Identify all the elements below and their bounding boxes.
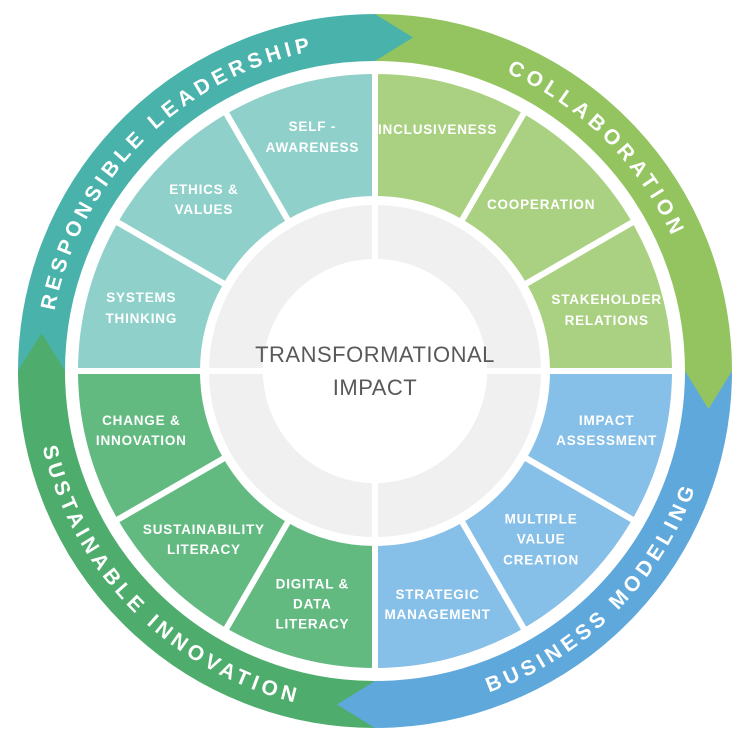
arrow-icon-right [685, 371, 732, 409]
segment-label-multiple-value-creation: MULTIPLE VALUE CREATION [503, 511, 580, 568]
segment-ethics-values [111, 107, 294, 290]
segment-label-self-awareness: SELF - AWARENESS [265, 119, 360, 155]
segment-label-digital-data-literacy: DIGITAL & DATA LITERACY [275, 576, 350, 632]
segment-label-strategic-management: STRATEGIC MANAGEMENT [384, 586, 491, 622]
segment-label-impact-assessment: IMPACT ASSESSMENT [556, 412, 658, 448]
arrow-icon-bottom [337, 681, 375, 728]
segment-change-innovation [71, 368, 231, 526]
segment-label-ethics-values: ETHICS & VALUES [169, 181, 239, 217]
ring-arc-business-modeling [374, 370, 732, 728]
segment-label-cooperation: COOPERATION [486, 196, 596, 212]
segment-label-stakeholder-relations: STAKEHOLDER RELATIONS [551, 292, 662, 328]
segment-systems-thinking [71, 216, 231, 374]
segment-label-change-innovation: CHANGE & INNOVATION [95, 412, 187, 448]
segment-label-sustainability-literacy: SUSTAINABILITY LITERACY [142, 521, 265, 558]
segment-label-inclusiveness: INCLUSIVENESS [378, 122, 498, 138]
arrow-icon-top [375, 14, 413, 61]
center-hub [263, 259, 487, 483]
center-title: TRANSFORMATIONAL IMPACT [255, 342, 495, 400]
ring-arc-sustainable-innovation [18, 370, 376, 728]
ring-arc-responsible-leadership [18, 14, 376, 372]
segment-label-systems-thinking: SYSTEMS THINKING [105, 290, 178, 326]
ring-arc-collaboration [374, 14, 732, 372]
arrow-icon-left [18, 333, 65, 371]
